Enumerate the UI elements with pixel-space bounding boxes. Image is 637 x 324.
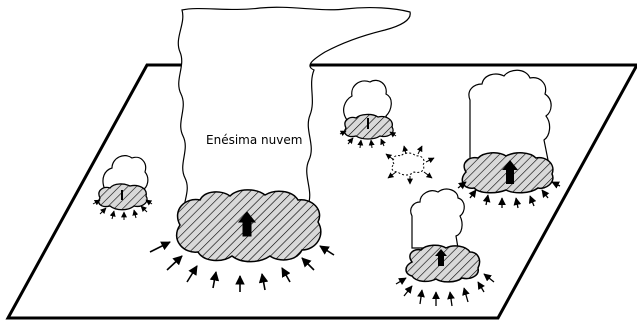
- large-cloud-right: [462, 70, 553, 193]
- tiny-cloud: [392, 153, 424, 175]
- main-cloud-label: Enésima nuvem: [206, 133, 302, 147]
- large-cloud-right-body: [469, 70, 551, 160]
